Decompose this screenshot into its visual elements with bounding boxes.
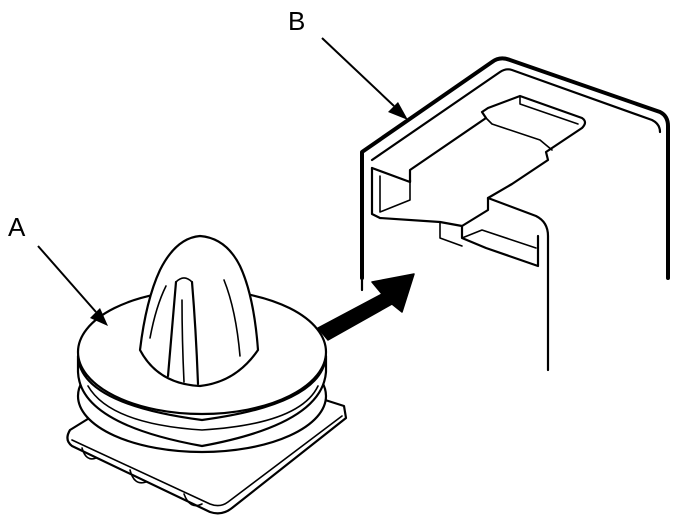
callout-b-leader [321, 37, 395, 107]
callout-b: B [288, 6, 408, 120]
callout-a: A [8, 212, 108, 326]
part-b-bracket [360, 56, 670, 372]
part-a-clip [66, 234, 348, 515]
callout-a-label: A [8, 212, 26, 242]
callout-a-leader [37, 245, 97, 313]
callout-a-arrowhead [90, 308, 108, 326]
insertion-arrow [317, 273, 415, 341]
callout-b-arrowhead [388, 102, 408, 120]
callout-b-label: B [288, 6, 305, 36]
